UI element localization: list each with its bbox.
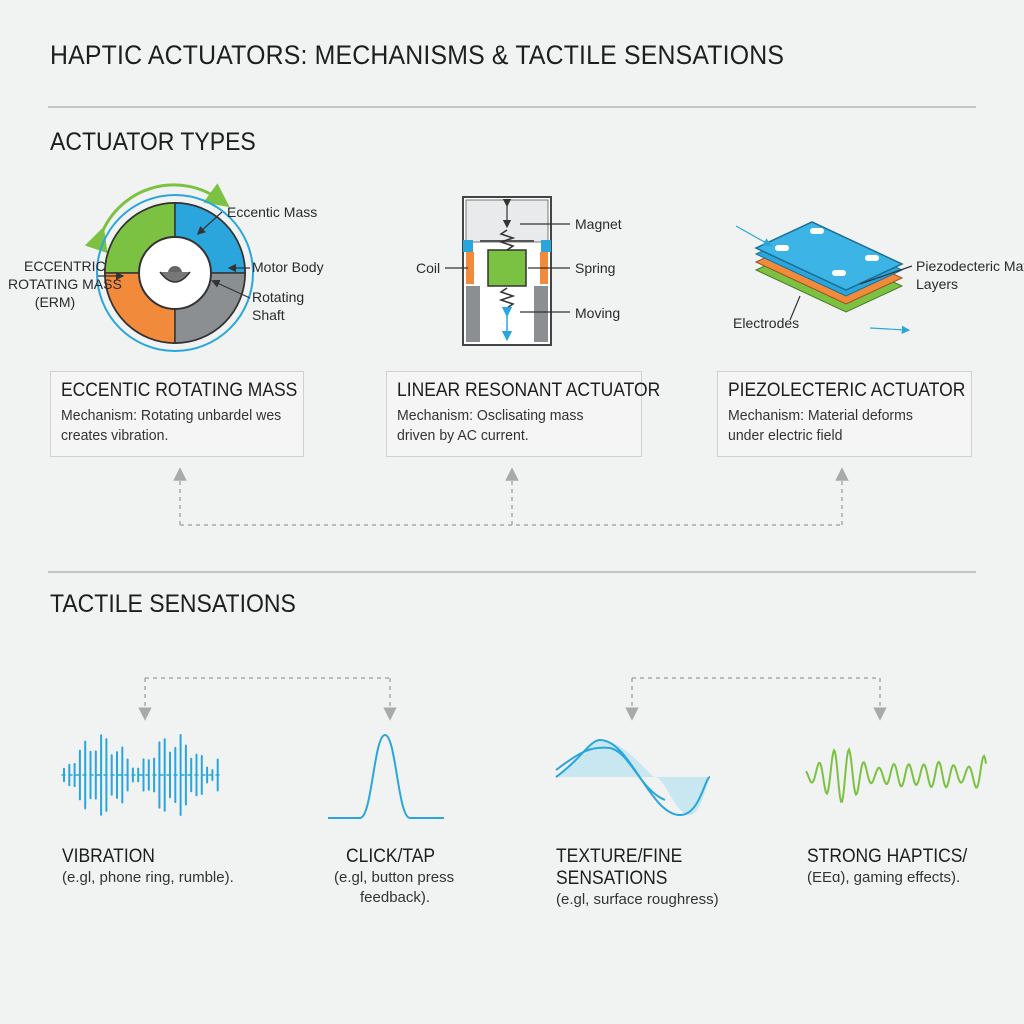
sensation-click-tap-desc-line1: (e.gl, button press bbox=[334, 869, 455, 886]
piezo-illustration bbox=[735, 221, 913, 334]
erm-motor-illustration bbox=[84, 183, 254, 352]
piezo-electrodes-label: Electrodes bbox=[733, 315, 800, 331]
section-tactile-sensations: TACTILE SENSATIONS bbox=[50, 590, 296, 618]
card-lra-desc-line2: driven by AC current. bbox=[397, 427, 529, 444]
card-piezo: PIEZOLECTERIC ACTUATOR Mechanism: Materi… bbox=[717, 371, 972, 457]
sensation-texture: TEXTURE/FINE SENSATIONS (e.gl, surface r… bbox=[556, 846, 719, 910]
sensation-strong-haptics-desc: (EEɑ), gaming effects). bbox=[807, 869, 961, 886]
section-divider bbox=[48, 571, 976, 573]
card-piezo-desc-line1: Mechanism: Material deforms bbox=[728, 407, 913, 424]
card-lra-title: LINEAR RESONANT ACTUATOR bbox=[397, 380, 661, 401]
texture-waveform bbox=[555, 738, 711, 817]
sensation-strong-haptics-title: STRONG HAPTICS/ bbox=[807, 846, 968, 867]
sensation-texture-title-line1: TEXTURE/FINE bbox=[556, 846, 683, 867]
page-title: HAPTIC ACTUATORS: MECHANISMS & TACTILE S… bbox=[50, 40, 785, 70]
title-divider bbox=[48, 106, 976, 108]
erm-label-line2: ROTATING MASS bbox=[8, 276, 122, 292]
sensation-texture-title-line2: SENSATIONS bbox=[556, 868, 668, 889]
erm-eccentric-mass-label: Eccentic Mass bbox=[227, 204, 318, 220]
card-erm-desc-line1: Mechanism: Rotating unbardel wes bbox=[61, 407, 282, 424]
lra-moving-label: Moving bbox=[575, 305, 621, 321]
sensation-click-tap: CLICK/TAP (e.gl, button press feedback). bbox=[328, 846, 468, 908]
sensation-click-tap-desc-line2: feedback). bbox=[360, 889, 431, 906]
erm-label-line1: ECCENTRIC bbox=[24, 258, 106, 274]
erm-rotating-shaft-label: Rotating Shaft bbox=[252, 288, 304, 324]
erm-motor-body-label: Motor Body bbox=[252, 259, 324, 275]
card-erm: ECCENTIC ROTATING MASS Mechanism: Rotati… bbox=[50, 371, 304, 457]
card-lra: LINEAR RESONANT ACTUATOR Mechanism: Oscl… bbox=[386, 371, 661, 457]
sensation-vibration-desc: (e.gl, phone ring, rumble). bbox=[62, 869, 234, 886]
card-erm-title: ECCENTIC ROTATING MASS bbox=[61, 380, 298, 401]
section-actuator-types: ACTUATOR TYPES bbox=[50, 128, 256, 156]
lra-magnet-label: Magnet bbox=[575, 216, 622, 232]
card-lra-desc-line1: Mechanism: Osclisating mass bbox=[397, 407, 584, 424]
lra-spring-label: Spring bbox=[575, 260, 616, 276]
sensation-click-tap-title: CLICK/TAP bbox=[346, 846, 436, 867]
piezo-layers-line1: Piezodecteric Mat bbox=[916, 258, 1024, 274]
sensation-strong-haptics: STRONG HAPTICS/ (EEɑ), gaming effects). bbox=[807, 846, 981, 888]
card-piezo-desc-line2: under electric field bbox=[728, 427, 843, 444]
sensation-vibration-title: VIBRATION bbox=[62, 846, 155, 867]
lra-illustration bbox=[445, 196, 570, 346]
vibration-waveform bbox=[61, 733, 223, 817]
card-piezo-title: PIEZOLECTERIC ACTUATOR bbox=[728, 380, 966, 401]
erm-rotating-shaft-line2: Shaft bbox=[252, 307, 285, 323]
strong-haptics-waveform bbox=[805, 747, 987, 803]
card-erm-desc-line2: creates vibration. bbox=[61, 427, 169, 444]
click-tap-waveform bbox=[328, 733, 444, 819]
actuator-connector-lines bbox=[173, 467, 849, 526]
sensation-connector-lines bbox=[138, 677, 887, 721]
sensation-texture-desc: (e.gl, surface roughress) bbox=[556, 891, 719, 908]
erm-label-line3: (ERM) bbox=[34, 294, 76, 310]
erm-rotating-shaft-line1: Rotating bbox=[252, 289, 305, 305]
piezo-layers-label: Piezodecteric Mat Layers bbox=[916, 257, 1024, 293]
sensation-vibration: VIBRATION (e.gl, phone ring, rumble). bbox=[62, 846, 234, 888]
lra-coil-label: Coil bbox=[416, 260, 441, 276]
piezo-layers-line2: Layers bbox=[916, 276, 959, 292]
erm-label: ECCENTRIC ROTATING MASS (ERM) bbox=[8, 257, 122, 311]
